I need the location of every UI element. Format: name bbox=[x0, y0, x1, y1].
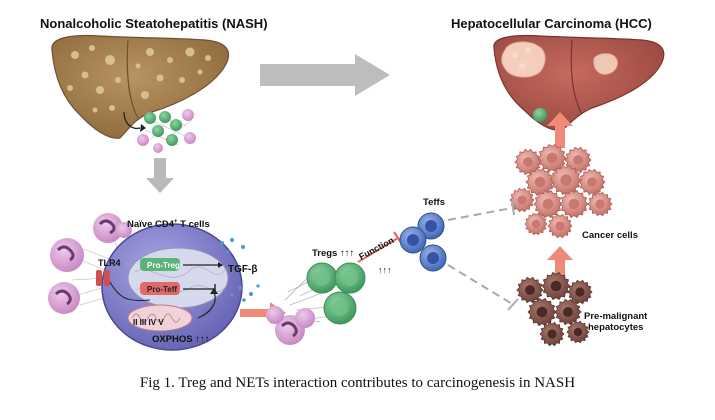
progression-arrow bbox=[260, 54, 390, 96]
premalignant-cluster bbox=[516, 271, 593, 347]
pro-teff-label: Pro-Teff bbox=[147, 285, 177, 294]
function-label: Function bbox=[357, 235, 395, 262]
naive-cd4-label: Naïve CD4+ T cells bbox=[127, 219, 210, 230]
function-arrows-label: ↑↑↑ bbox=[378, 265, 392, 275]
function-inhibit-line bbox=[357, 237, 399, 263]
cancer-cell-nucleus bbox=[517, 195, 527, 205]
pro-treg-label: Pro-Treg bbox=[147, 261, 180, 270]
cancer-cell-nucleus bbox=[534, 176, 546, 188]
cancer-cell-nucleus bbox=[560, 174, 572, 186]
premalignant-cell-nucleus bbox=[575, 287, 585, 297]
cancer-cell-nucleus bbox=[573, 155, 583, 165]
neutrophils-left bbox=[48, 213, 132, 314]
tgf-beta-label: TGF-β bbox=[228, 264, 257, 275]
tlr4-receptor-icon bbox=[96, 270, 110, 286]
nash-immune-cells bbox=[137, 109, 196, 153]
figure-caption: Fig 1. Treg and NETs interaction contrib… bbox=[139, 375, 576, 391]
cancer-cell-nucleus bbox=[531, 219, 541, 229]
teffs-cluster bbox=[399, 212, 447, 272]
down-arrow bbox=[146, 158, 174, 193]
premalignant-cell-nucleus bbox=[536, 306, 548, 318]
tgf-beta-molecules bbox=[220, 238, 260, 302]
tlr4-signal-arrow bbox=[109, 281, 151, 302]
cancer-cell-nucleus bbox=[523, 157, 533, 167]
etc-complexes-label: II III IV V bbox=[133, 318, 164, 327]
cancer-cell-nucleus bbox=[555, 221, 565, 231]
pro-teff-box bbox=[140, 282, 180, 295]
premalignant-cell-nucleus bbox=[550, 280, 562, 292]
premalignant-to-cancer-arrow bbox=[547, 246, 573, 275]
tlr4-label: TLR4 bbox=[98, 258, 121, 268]
nash-title: Nonalcoholic Steatohepatitis (NASH) bbox=[40, 16, 268, 31]
premalignant-cell-nucleus bbox=[547, 329, 557, 339]
premalignant-label-2: hepatocytes bbox=[588, 322, 643, 333]
teffs-label: Teffs bbox=[423, 197, 445, 208]
hcc-liver-icon bbox=[493, 34, 665, 131]
tregs-cluster bbox=[266, 262, 366, 345]
premalignant-cell-nucleus bbox=[563, 307, 573, 317]
cancer-cell-nucleus bbox=[542, 198, 554, 210]
cancer-cell-nucleus bbox=[546, 152, 558, 164]
teff-to-cancer-inhibit bbox=[447, 207, 513, 221]
mitochondrion-icon bbox=[127, 304, 193, 332]
liver-to-cells-arrow bbox=[123, 111, 141, 130]
teff-to-premalignant-inhibit bbox=[447, 264, 515, 306]
fatty-liver-icon bbox=[51, 34, 230, 139]
tregs-label: Tregs ↑↑↑ bbox=[312, 248, 354, 259]
cancer-cell-nucleus bbox=[587, 177, 597, 187]
oxphos-arrow bbox=[197, 291, 216, 319]
hcc-title: Hepatocellular Carcinoma (HCC) bbox=[451, 16, 652, 31]
cancer-to-hcc-arrow bbox=[547, 112, 573, 148]
pro-treg-box bbox=[140, 258, 180, 271]
cancer-cells-label: Cancer cells bbox=[582, 230, 638, 241]
premalignant-cell-nucleus bbox=[525, 285, 535, 295]
premalignant-label-1: Pre-malignant bbox=[584, 311, 648, 322]
premalignant-cell-nucleus bbox=[573, 327, 583, 337]
oxphos-label: OXPHOS ↑↑↑ bbox=[152, 334, 210, 345]
cancer-cell-nucleus bbox=[568, 198, 580, 210]
cancer-cell-nucleus bbox=[595, 199, 605, 209]
cancer-cells-cluster bbox=[509, 143, 613, 239]
